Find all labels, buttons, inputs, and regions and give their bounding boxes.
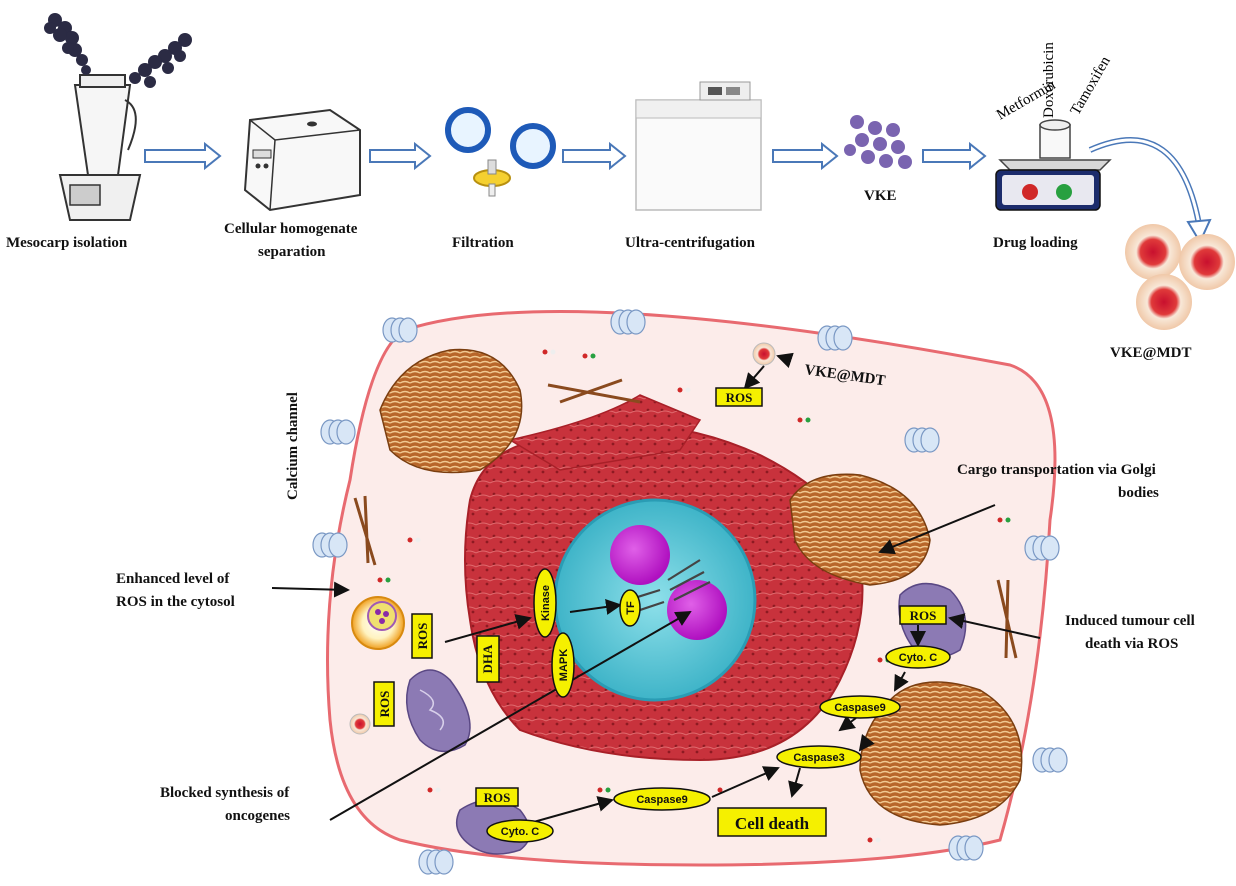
flow-arrow-4 <box>772 141 839 171</box>
svg-text:ROS: ROS <box>726 390 753 405</box>
pathway-arrows <box>271 352 1041 831</box>
tag-dha: DHA <box>476 635 500 683</box>
vke-particles <box>844 115 912 169</box>
svg-text:Caspase9: Caspase9 <box>834 702 885 714</box>
callout-blocked-1: Blocked synthesis of <box>160 785 290 801</box>
grape-cluster-right <box>129 33 192 88</box>
lysosome-ros <box>351 596 405 650</box>
tag-ros-left-vertical: ROS <box>411 613 433 659</box>
step-label-mesocarp: Mesocarp isolation <box>6 235 128 251</box>
flow-arrow-1 <box>144 141 222 171</box>
svg-text:TF: TF <box>625 601 637 615</box>
tag-tf: TF <box>619 589 641 627</box>
curved-arrow-to-product <box>1088 137 1203 231</box>
svg-text:Caspase9: Caspase9 <box>636 794 687 806</box>
svg-text:ROS: ROS <box>484 790 511 805</box>
svg-text:Caspase3: Caspase3 <box>793 752 844 764</box>
step-label-homogenate-2: separation <box>258 244 326 260</box>
step-label-filtration: Filtration <box>452 235 514 251</box>
svg-text:Cyto. C: Cyto. C <box>899 652 938 664</box>
tag-ros-right: ROS <box>899 605 947 625</box>
flow-arrow-2 <box>369 141 432 171</box>
calcium-channels <box>312 309 1068 875</box>
vesicle-left <box>349 713 371 735</box>
golgi-body-top-left <box>379 348 523 474</box>
calcium-channel-label: Calcium channel <box>285 392 301 500</box>
ultracentrifuge-illustration <box>635 81 762 211</box>
callout-ros-cytosol-2: ROS in the cytosol <box>116 594 235 610</box>
step-label-drug-loading: Drug loading <box>993 235 1078 251</box>
svg-text:ROS: ROS <box>910 608 937 623</box>
svg-text:ROS: ROS <box>415 623 430 650</box>
svg-text:Cyto. C: Cyto. C <box>501 826 540 838</box>
svg-text:MAPK: MAPK <box>558 649 570 681</box>
svg-text:DHA: DHA <box>480 644 495 674</box>
callout-golgi-2: bodies <box>1118 485 1159 501</box>
callout-golgi-1: Cargo transportation via Golgi <box>957 462 1156 478</box>
tag-cyto-c-bottom: Cyto. C <box>486 819 554 843</box>
er-fold-top <box>508 394 702 471</box>
callout-tumour-1: Induced tumour cell <box>1065 613 1195 629</box>
entering-vesicle <box>752 342 776 366</box>
callout-blocked-2: oncogenes <box>225 808 290 824</box>
callout-ros-cytosol-1: Enhanced level of <box>116 571 230 587</box>
svg-text:ROS: ROS <box>377 691 392 718</box>
tag-caspase9-bottom: Caspase9 <box>613 787 711 811</box>
tag-ros-top: ROS <box>715 387 763 407</box>
tag-kinase: Kinase <box>533 568 557 638</box>
mitochondrion-left <box>405 669 471 753</box>
tag-cell-death: Cell death <box>717 807 827 837</box>
product-label-vke-mdt: VKE@MDT <box>1110 345 1191 361</box>
callout-tumour-2: death via ROS <box>1085 636 1178 652</box>
step-label-ultracentrifugation: Ultra-centrifugation <box>625 235 756 251</box>
golgi-body-bottom-right <box>859 681 1023 826</box>
tag-mapk: MAPK <box>551 632 575 698</box>
golgi-body-right <box>789 473 931 586</box>
tag-caspase3: Caspase3 <box>776 745 862 769</box>
drug-label-doxorubicin: Doxorubicin <box>1041 42 1057 118</box>
drug-label-tamoxifen: Tamoxifen <box>1068 53 1114 118</box>
cytoskeleton-fibers <box>353 378 1018 659</box>
syringe-filters-illustration <box>445 107 556 197</box>
tag-caspase9-right: Caspase9 <box>819 695 901 719</box>
centrifuge-illustration <box>243 108 361 212</box>
svg-text:Kinase: Kinase <box>540 585 552 621</box>
tag-ros-lower-left: ROS <box>373 681 395 727</box>
step-label-vke: VKE <box>864 188 897 204</box>
tag-ros-bottom: ROS <box>475 787 519 807</box>
vke-mdt-vesicles <box>1125 224 1235 330</box>
blender-illustration <box>58 74 142 221</box>
grape-cluster-left <box>44 13 91 75</box>
nucleolus-upper <box>610 525 670 585</box>
flow-arrow-5 <box>922 141 987 171</box>
tag-cyto-c-right: Cyto. C <box>885 645 951 669</box>
svg-text:Cell death: Cell death <box>735 814 810 833</box>
flow-arrow-3 <box>562 141 627 171</box>
ros-dots <box>377 349 1011 843</box>
step-label-homogenate-1: Cellular homogenate <box>224 221 358 237</box>
magnetic-stirrer-illustration <box>995 119 1112 211</box>
